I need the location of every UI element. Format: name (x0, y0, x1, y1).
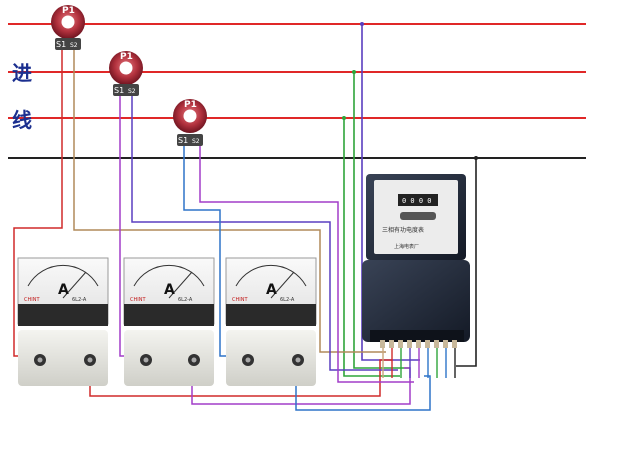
current-transformer-1: P1 S1 S2 (51, 5, 85, 50)
current-transformer-2: P1 S1 S2 (109, 51, 143, 96)
ammeter-3-unit: A (266, 282, 277, 298)
ammeter-3: A CHINT 6L2-A (225, 257, 317, 386)
ct2-s1-label: S1 (114, 86, 124, 95)
ct2-p1-label: P1 (120, 52, 133, 62)
ammeter-3-brand: CHINT (232, 297, 248, 303)
meter-maker: 上海电表厂 (394, 243, 419, 250)
ct1-s1-label: S1 (56, 40, 66, 49)
ammeter-1-brand: CHINT (24, 297, 40, 303)
meter-title: 三相有功电度表 (382, 226, 424, 234)
ammeter-3-model: 6L2-A (280, 297, 295, 303)
ammeter-1-model: 6L2-A (72, 297, 87, 303)
ammeter-2: A CHINT 6L2-A (123, 257, 215, 386)
incoming-label-2: 线 (12, 108, 32, 132)
ct3-s1-label: S1 (178, 136, 188, 145)
ammeter-2-model: 6L2-A (178, 297, 193, 303)
ammeter-2-brand: CHINT (130, 297, 146, 303)
incoming-label-1: 进 (12, 61, 32, 85)
ct2-s2-label: S2 (128, 88, 136, 95)
meter-terminals (380, 340, 457, 348)
meter-reading: 0 0 0 0 (402, 197, 432, 205)
ct3-s2-label: S2 (192, 138, 200, 145)
ammeter-1-unit: A (58, 282, 69, 298)
energy-meter: 0 0 0 0 三相有功电度表 上海电表厂 (362, 174, 470, 378)
current-transformer-3: P1 S1 S2 (173, 99, 207, 146)
ct1-p1-label: P1 (62, 6, 75, 16)
ct3-p1-label: P1 (184, 100, 197, 110)
ct1-s2-label: S2 (70, 42, 78, 49)
ammeter-2-unit: A (164, 282, 175, 298)
ammeter-1: A CHINT 6L2-A (17, 257, 109, 386)
